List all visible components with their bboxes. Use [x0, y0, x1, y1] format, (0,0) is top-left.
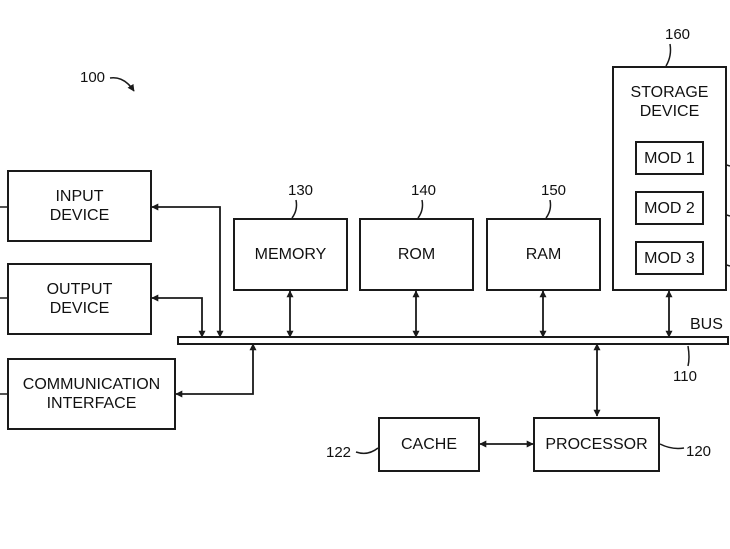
- bus-label: BUS: [690, 316, 723, 333]
- figure-ref: 100: [80, 69, 106, 86]
- ram-ref: 150: [541, 182, 567, 199]
- memory-box: MEMORY: [233, 218, 348, 291]
- rom-label: ROM: [397, 246, 436, 263]
- mod-2-box: MOD 2: [635, 191, 704, 225]
- mod-3-label: MOD 3: [644, 249, 695, 267]
- processor-ref-leader: [659, 443, 685, 450]
- cache-ref-leader: [355, 447, 379, 455]
- storage-device-ref: 160: [665, 26, 691, 43]
- input-device-connector: [151, 203, 224, 338]
- communication-interface-connector: [175, 343, 257, 398]
- cache-box: CACHE: [378, 417, 480, 472]
- mod-1-label: MOD 1: [644, 149, 695, 167]
- communication-interface-label: COMMUNICATION INTERFACE: [22, 376, 161, 412]
- bus-bar: [177, 336, 729, 345]
- mod-2-label: MOD 2: [644, 199, 695, 217]
- memory-ref-leader: [291, 199, 298, 219]
- input-device-label: INPUT DEVICE: [49, 188, 110, 224]
- mod-1-box: MOD 1: [635, 141, 704, 175]
- ram-box: RAM: [486, 218, 601, 291]
- ram-label: RAM: [525, 246, 562, 263]
- ram-ref-leader: [545, 199, 552, 219]
- rom-box: ROM: [359, 218, 474, 291]
- processor-label: PROCESSOR: [545, 436, 648, 453]
- cache-ref: 122: [326, 444, 352, 461]
- communication-interface-box: COMMUNICATION INTERFACE: [7, 358, 176, 430]
- cache-label: CACHE: [400, 436, 457, 453]
- processor-ref: 120: [686, 443, 712, 460]
- input-device-box: INPUT DEVICE: [7, 170, 152, 242]
- output-device-label: OUTPUT DEVICE: [46, 281, 113, 317]
- memory-label: MEMORY: [254, 246, 327, 263]
- figure-ref-arrow: [109, 77, 135, 92]
- mod-3-box: MOD 3: [635, 241, 704, 275]
- bus-ref-leader: [687, 345, 690, 367]
- output-device-box: OUTPUT DEVICE: [7, 263, 152, 335]
- storage-ref-leader: [665, 43, 672, 67]
- bus-ref: 110: [673, 368, 697, 385]
- memory-ref: 130: [288, 182, 314, 199]
- rom-ref: 140: [411, 182, 437, 199]
- rom-ref-leader: [417, 199, 424, 219]
- storage-device-label: STORAGE DEVICE: [630, 84, 709, 120]
- processor-box: PROCESSOR: [533, 417, 660, 472]
- output-device-connector: [151, 294, 206, 338]
